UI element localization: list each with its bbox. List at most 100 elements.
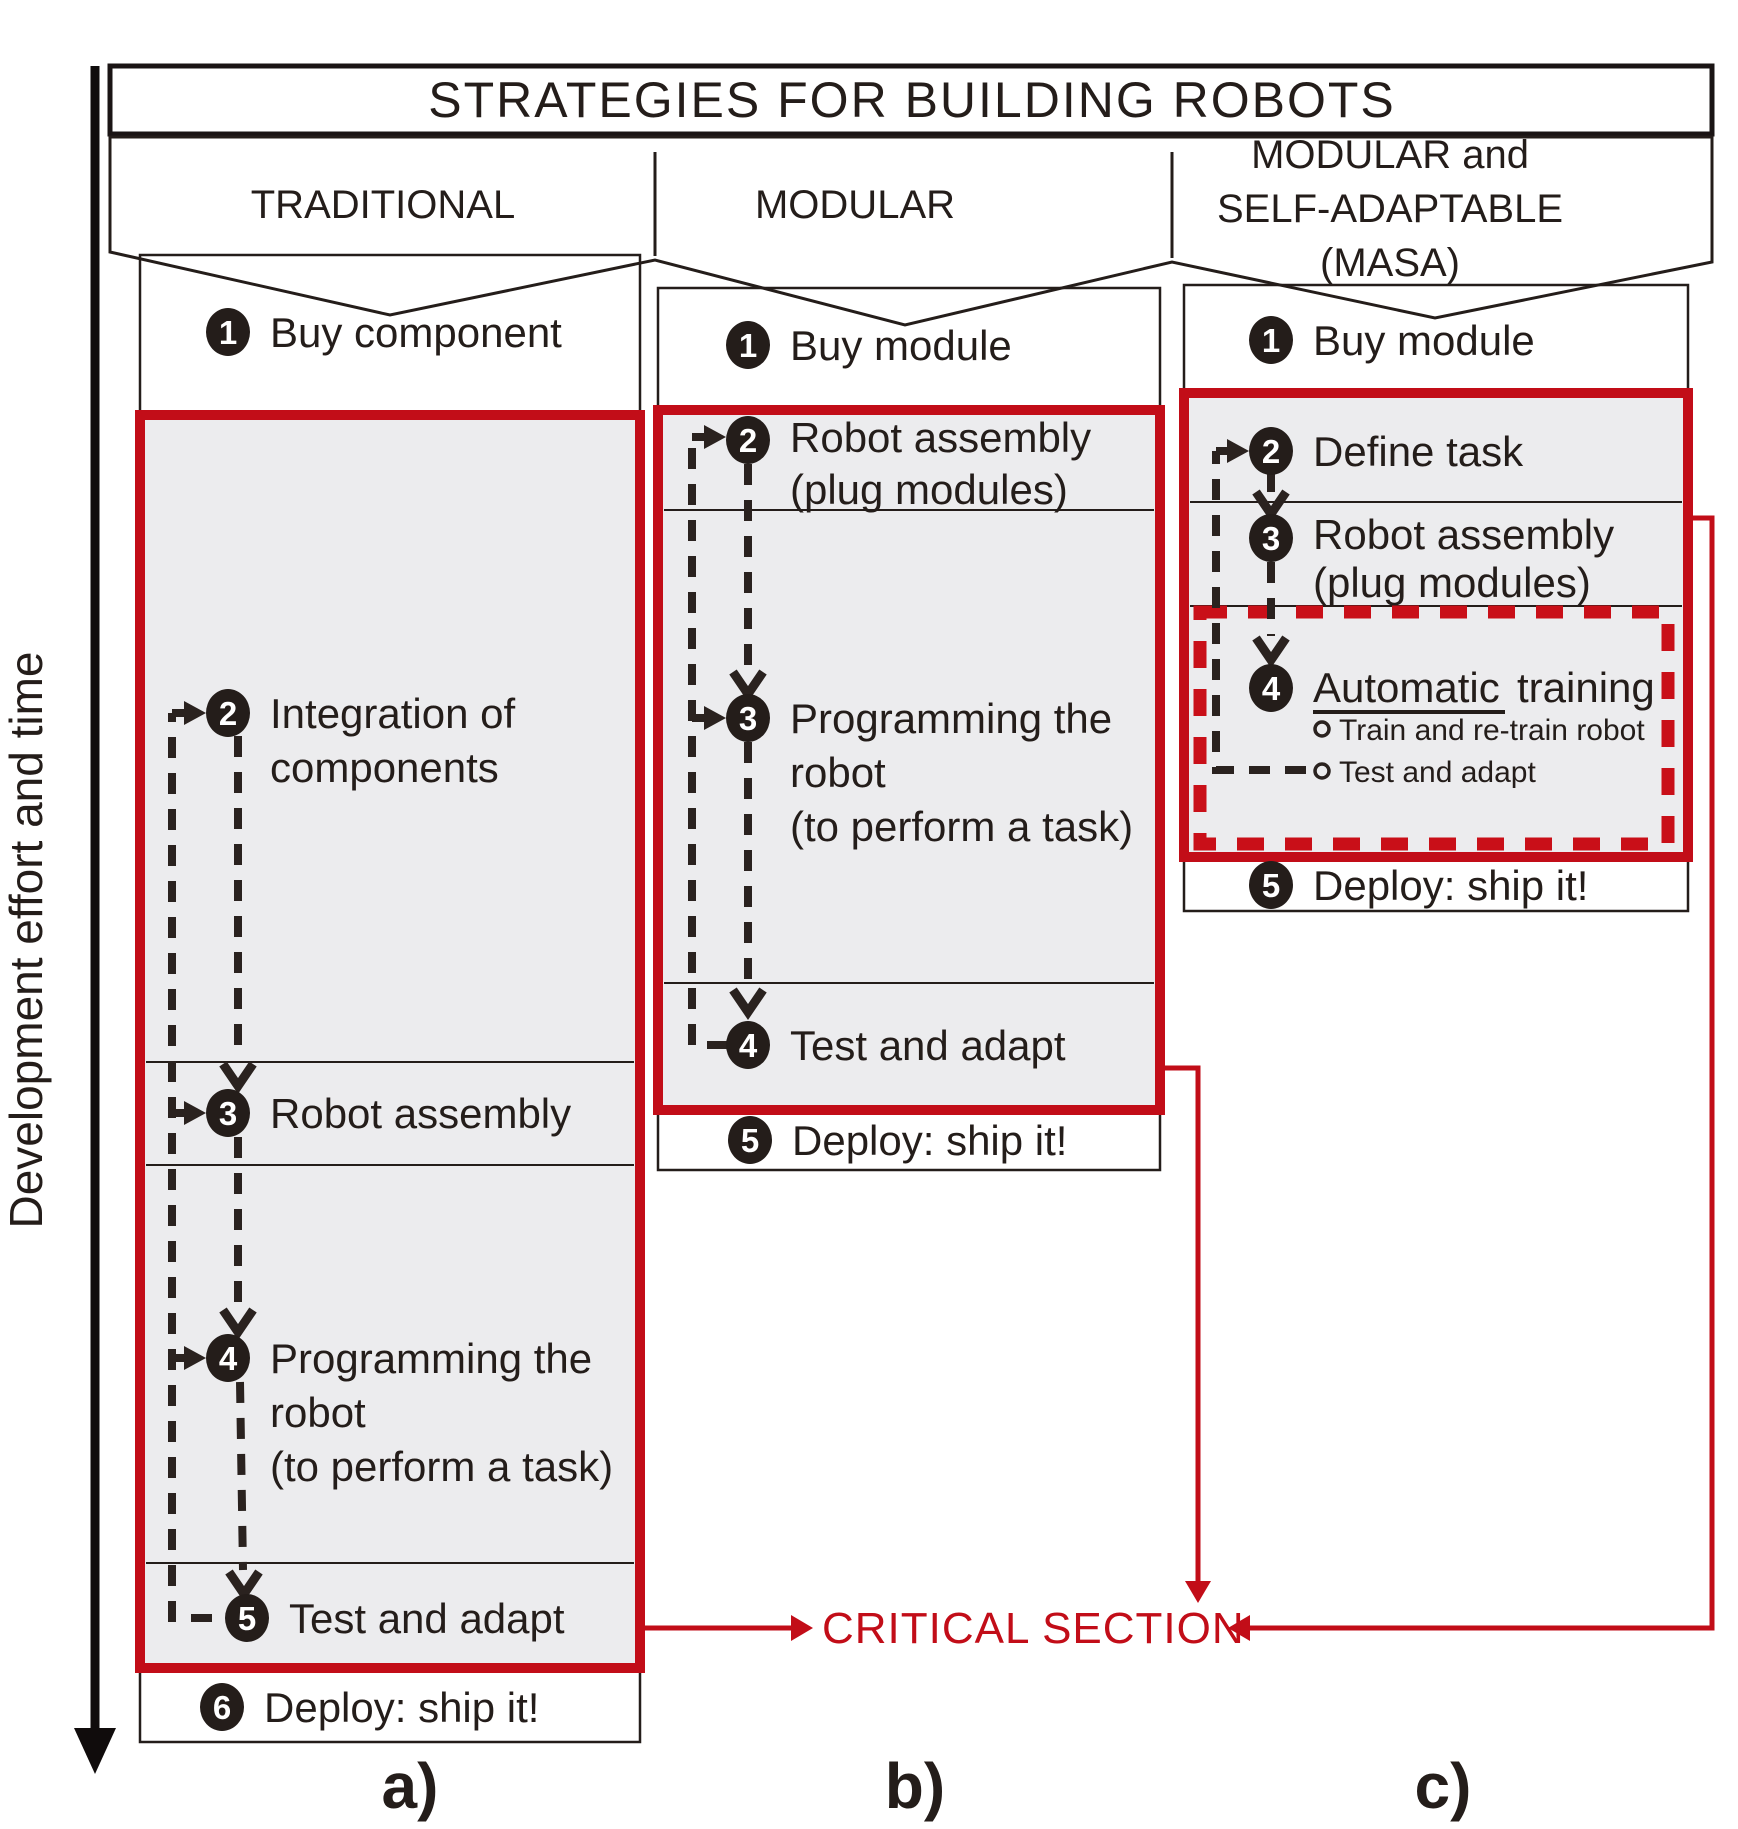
step-number-badge <box>225 1594 269 1642</box>
step-label-underlined: Automatic <box>1313 664 1500 711</box>
step-number: 2 <box>739 422 757 459</box>
step-number-badge <box>206 308 250 356</box>
col-c-feedback-line <box>1212 451 1306 774</box>
col-c-steps: 1 Buy module 2 Define task 3 Robot assem… <box>1249 316 1655 909</box>
step-number-badge <box>1249 664 1293 712</box>
step-number-badge <box>200 1683 244 1731</box>
bullet-circle-icon <box>1313 720 1331 738</box>
step-number-badge <box>726 321 770 369</box>
step-number: 1 <box>739 327 757 364</box>
col-c-entry-2-arrow-icon <box>1227 439 1249 463</box>
step-label: Robot assembly <box>1313 511 1614 558</box>
step-label: Programming the <box>790 695 1112 742</box>
step-number: 1 <box>1262 322 1280 359</box>
col-c-chevron-down-icon-2 <box>1252 635 1290 668</box>
col-a-flow <box>168 701 263 1622</box>
header-band-outline <box>108 135 1714 327</box>
step-number-badge <box>1249 316 1293 364</box>
right-arrow-icon <box>791 1615 813 1641</box>
step-number: 2 <box>219 695 237 732</box>
step-number-badge <box>726 1021 770 1069</box>
left-arrow-icon <box>1228 1615 1250 1641</box>
step-label: (plug modules) <box>1313 559 1591 606</box>
critical-connector-b <box>1160 1065 1201 1581</box>
title-bar: STRATEGIES FOR BUILDING ROBOTS <box>107 63 1715 137</box>
step-number-badge <box>206 1089 250 1137</box>
step-number: 2 <box>1262 433 1280 470</box>
step-label: (to perform a task) <box>270 1443 613 1490</box>
step-label: Define task <box>1313 428 1524 475</box>
step-number: 6 <box>213 1689 231 1726</box>
col-a-header: TRADITIONAL <box>251 183 515 227</box>
col-c-header-line3: (MASA) <box>1320 241 1460 285</box>
col-b-chevron-down-icon-2 <box>729 987 767 1020</box>
step-number: 4 <box>219 1340 238 1377</box>
col-b-footer: b) <box>885 1750 945 1822</box>
col-b-critical-box <box>653 405 1165 1115</box>
step-number: 4 <box>739 1027 758 1064</box>
critical-section-label: CRITICAL SECTION <box>822 1604 1245 1653</box>
bullet-label: Train and re-train robot <box>1339 714 1645 747</box>
col-c-footer: c) <box>1415 1750 1472 1822</box>
step-number-badge <box>1249 514 1293 562</box>
col-b-header: MODULAR <box>755 183 955 227</box>
col-a-entry-4-arrow-icon <box>184 1346 206 1370</box>
step-number-badge <box>1249 427 1293 475</box>
critical-connector-c <box>1248 515 1715 1631</box>
step-label: Programming the <box>270 1335 592 1382</box>
col-a-steps: 1 Buy component 2 Integration of compone… <box>200 308 613 1731</box>
col-b-entry-3-arrow-icon <box>704 706 726 730</box>
step-number: 4 <box>1262 670 1281 707</box>
step-label: (to perform a task) <box>790 803 1133 850</box>
step-label: (plug modules) <box>790 466 1068 513</box>
down-arrow-icon <box>1185 1581 1211 1603</box>
col-a-entry-2-arrow-icon <box>184 701 206 725</box>
step-number-badge <box>728 1116 772 1164</box>
col-b-feedback-line <box>688 437 728 1049</box>
step-label: Deploy: ship it! <box>264 1684 539 1731</box>
step-label: robot <box>790 749 886 796</box>
col-b-steps: 1 Buy module 2 Robot assembly (plug modu… <box>726 321 1133 1164</box>
step-number-badge <box>206 1334 250 1382</box>
col-a-chevron-down-icon-1 <box>219 1061 257 1094</box>
step-number-badge <box>726 416 770 464</box>
bullet-circle-icon <box>1313 762 1331 780</box>
col-b-flow <box>688 425 767 1049</box>
step-label: robot <box>270 1389 366 1436</box>
col-a-footer: a) <box>382 1750 439 1822</box>
step-number: 3 <box>1262 520 1280 557</box>
col-a-chevron-down-icon-2 <box>219 1307 257 1340</box>
col-a-feedback-line <box>168 713 212 1622</box>
step-label: components <box>270 744 499 791</box>
step-label: Robot assembly <box>270 1090 571 1137</box>
step-number: 1 <box>219 314 237 351</box>
step-label: Buy module <box>790 322 1012 369</box>
axis-label: Development effort and time <box>0 651 52 1228</box>
step-label: Robot assembly <box>790 414 1091 461</box>
step-number: 3 <box>219 1095 237 1132</box>
development-axis: Development effort and time <box>0 66 116 1774</box>
page-title: STRATEGIES FOR BUILDING ROBOTS <box>428 72 1396 128</box>
title-box <box>107 63 1715 137</box>
col-a-chevron-down-icon-3 <box>225 1569 263 1602</box>
step-number-badge <box>1249 861 1293 909</box>
step-label: Deploy: ship it! <box>1313 862 1588 909</box>
step-label: Buy component <box>270 309 562 356</box>
step-number: 3 <box>739 700 757 737</box>
col-a-entry-3-arrow-icon <box>184 1101 206 1125</box>
col-c-header-line1: MODULAR and <box>1251 133 1529 177</box>
col-a-flow-4-5 <box>236 1381 247 1571</box>
col-c-header-line2: SELF-ADAPTABLE <box>1217 187 1563 231</box>
step-label: Test and adapt <box>790 1022 1066 1069</box>
step-label: Test and adapt <box>289 1595 565 1642</box>
step-number: 5 <box>1262 867 1280 904</box>
col-b-entry-2-arrow-icon <box>704 425 726 449</box>
header-band: TRADITIONAL MODULAR MODULAR and SELF-ADA… <box>108 133 1714 327</box>
step-label: training <box>1517 664 1655 711</box>
step-label: Buy module <box>1313 317 1535 364</box>
bullet-label: Test and adapt <box>1339 756 1536 789</box>
step-number: 5 <box>741 1122 759 1159</box>
step-label: Integration of <box>270 690 516 737</box>
